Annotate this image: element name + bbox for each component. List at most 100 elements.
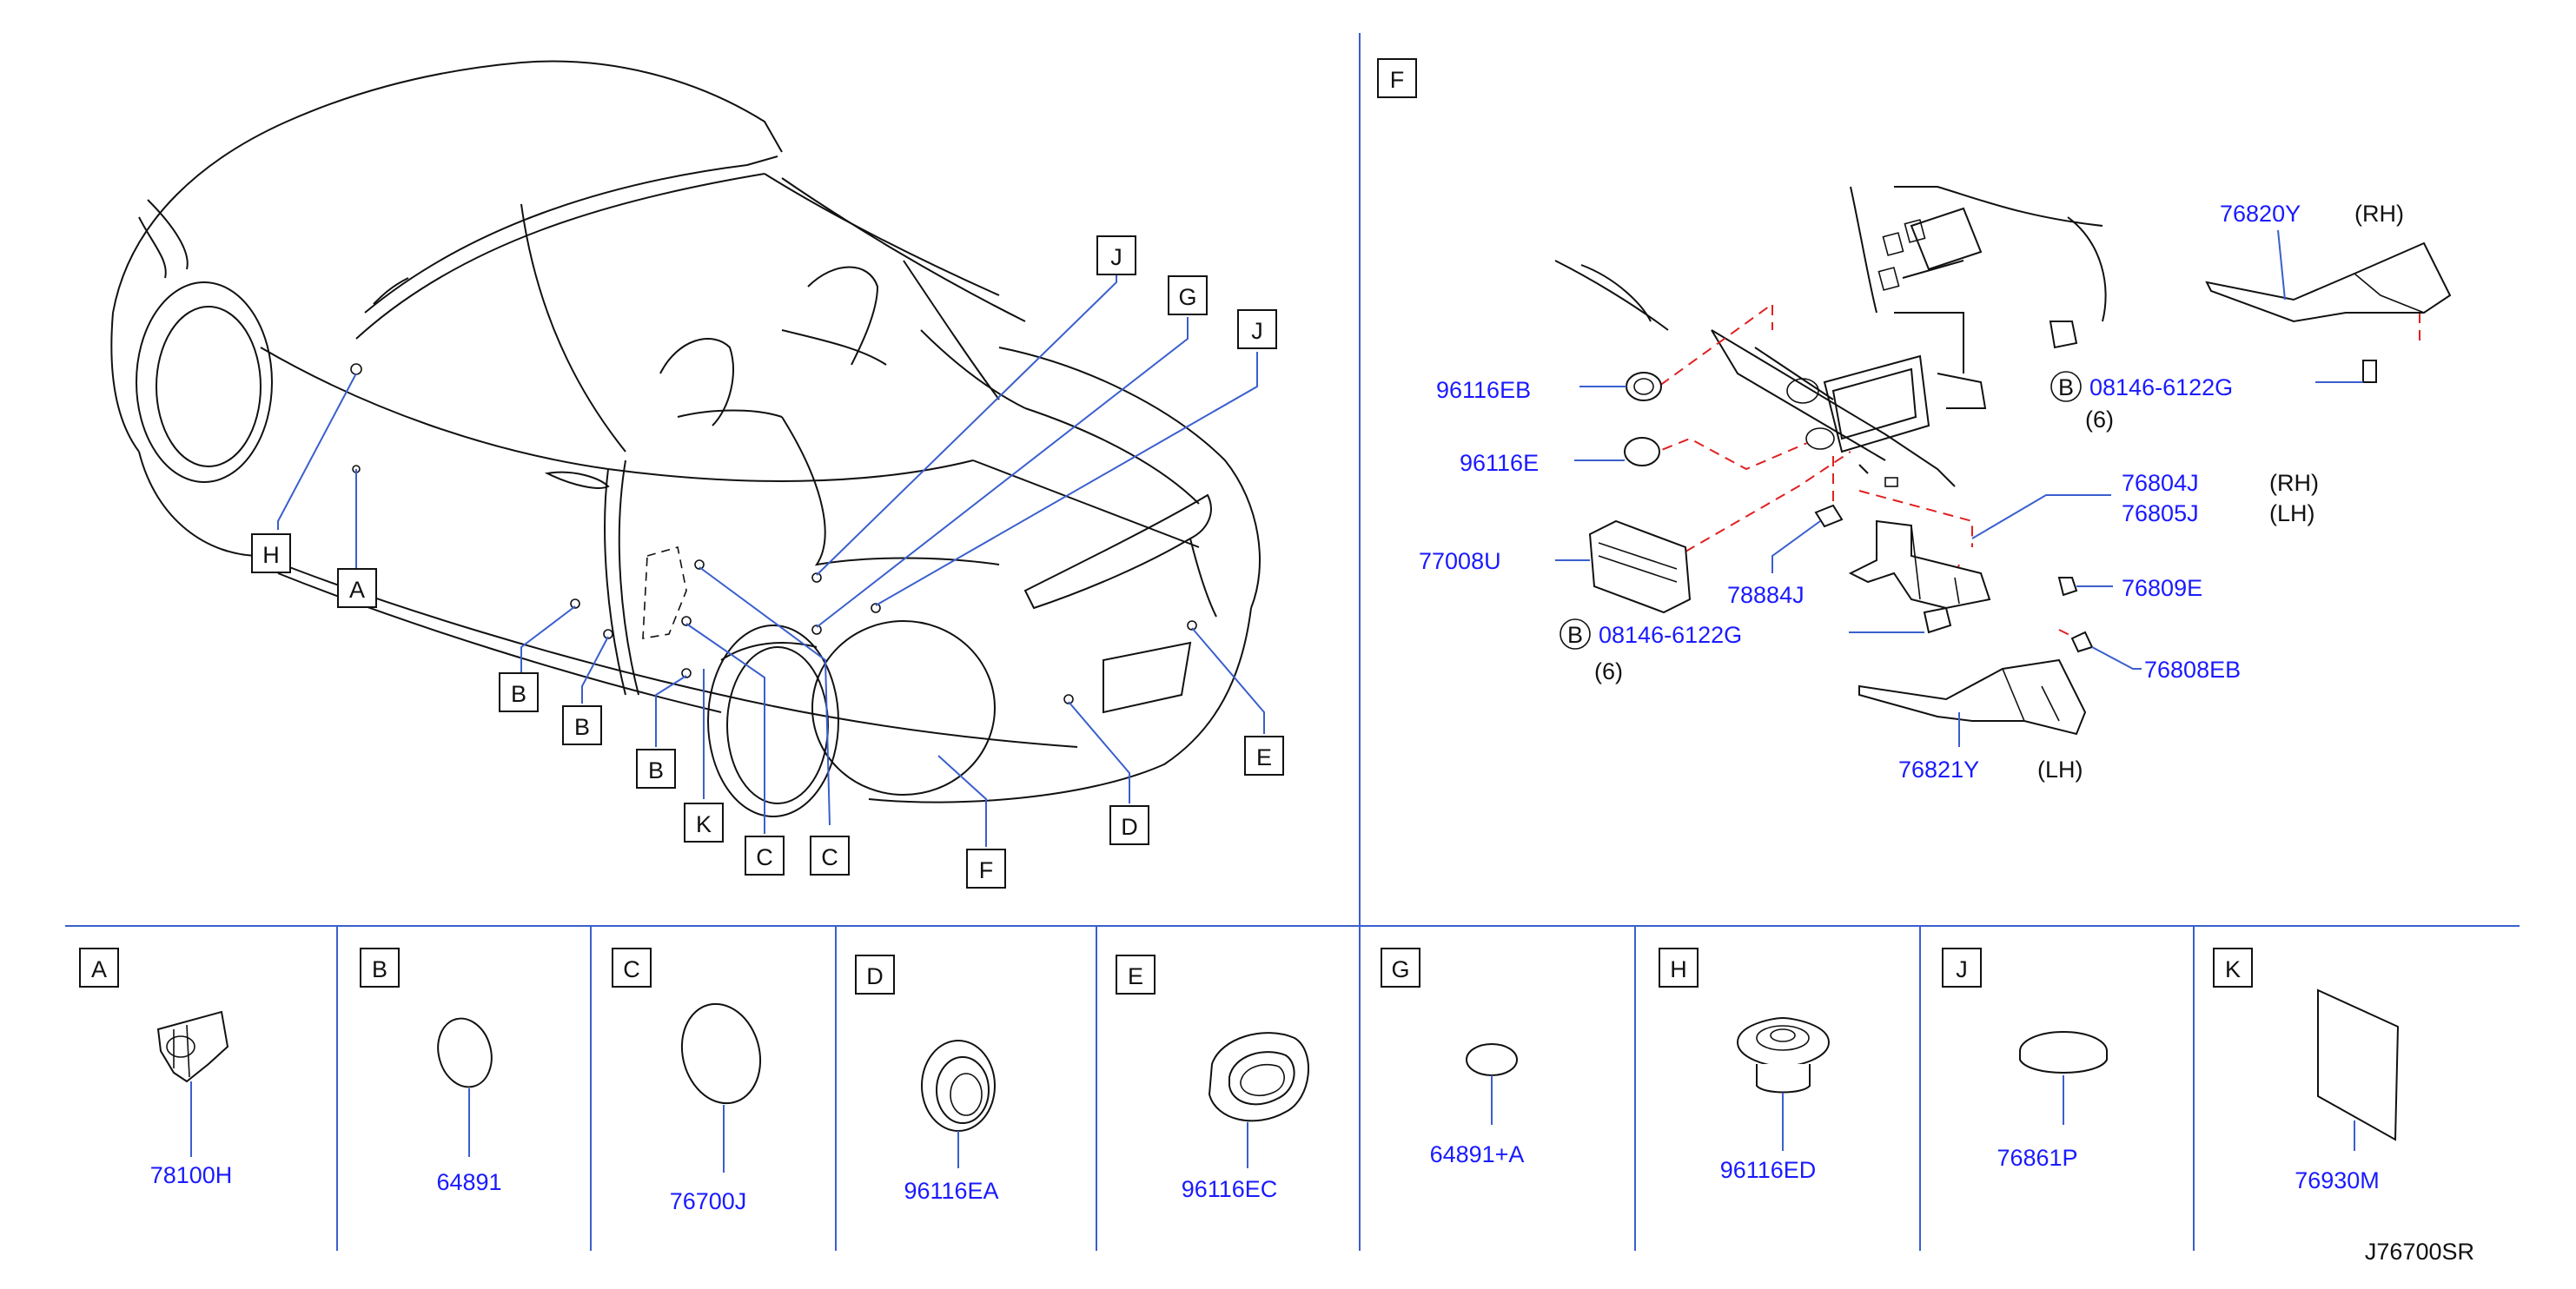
part-76820y: 76820Y (RH): [2205, 201, 2452, 323]
detail-panel-b: B 64891: [360, 948, 502, 1195]
callout-b2-label: B: [574, 714, 590, 740]
car-callout-h: H: [251, 533, 291, 573]
panel-h-label: H: [1670, 956, 1687, 982]
panel-e-label: E: [1128, 963, 1143, 989]
callout-g-label: G: [1178, 284, 1196, 310]
plug-64891-shape: [437, 1017, 493, 1088]
part-76821y: 76821Y (LH): [1858, 658, 2087, 783]
detail-f-section: F: [1377, 58, 2452, 783]
callout-k-label: K: [696, 811, 712, 837]
car-callout-f: F: [966, 849, 1006, 889]
detail-panel-k: K 76930M: [2213, 948, 2400, 1193]
pn-77008u: 77008U: [1419, 548, 1501, 574]
car-callout-j2: J: [1237, 309, 1277, 349]
part-bolt-upper: B 08146-6122G (6): [2050, 360, 2377, 433]
panel-e-pn: 96116EC: [1182, 1176, 1278, 1202]
panel-j-label: J: [1956, 956, 1968, 982]
part-77008u: 77008U: [1419, 519, 1692, 614]
panel-k-label: K: [2225, 956, 2241, 982]
panel-k-pn: 76930M: [2295, 1167, 2380, 1193]
car-callout-j1: J: [1096, 235, 1136, 275]
car-callout-c2: C: [810, 836, 850, 876]
panel-a-label: A: [91, 956, 107, 982]
clip-78100h-shape: [156, 1010, 229, 1083]
detail-panel-g: G 64891+A: [1381, 948, 1525, 1167]
callout-c1-label: C: [756, 844, 773, 870]
car-callout-e: E: [1244, 736, 1284, 776]
part-76804j: 76804J (RH) 76805J (LH): [1848, 470, 2319, 610]
pn-bolt-upper: 08146-6122G: [2089, 374, 2233, 400]
qty-upper: (6): [2085, 407, 2114, 433]
detail-panel-d: D 96116EA: [855, 955, 999, 1204]
car-callout-b2: B: [562, 705, 602, 745]
part-96116eb: 96116EB: [1436, 372, 1662, 403]
car-callout-c1: C: [745, 836, 785, 876]
callout-d-label: D: [1121, 814, 1138, 840]
pn-76821y: 76821Y: [1898, 757, 1979, 783]
pn-76808eb: 76808EB: [2144, 657, 2241, 683]
panel-g-pn: 64891+A: [1430, 1141, 1525, 1167]
car-callout-a: A: [337, 568, 377, 608]
panel-d-label: D: [866, 963, 884, 989]
panel-h-pn: 96116ED: [1720, 1157, 1817, 1183]
callout-a-label: A: [349, 577, 365, 603]
callout-b3-label: B: [648, 757, 664, 783]
car-callout-d: D: [1109, 805, 1149, 845]
qty-lower: (6): [1594, 658, 1623, 684]
part-76808eb: 76808EB: [2070, 631, 2241, 683]
pn-bolt-lower: 08146-6122G: [1599, 622, 1742, 648]
plug-76700j-shape: [680, 1002, 762, 1105]
panel-b-pn: 64891: [436, 1169, 501, 1195]
diagram-code: J76700SR: [2365, 1239, 2474, 1265]
detail-panel-a: A 78100H: [79, 948, 233, 1188]
detail-panel-c: C 76700J: [612, 948, 762, 1214]
pn-96116e: 96116E: [1460, 450, 1539, 476]
panel-j-pn: 76861P: [1997, 1145, 2077, 1171]
detail-panel-e: E 96116EC: [1116, 955, 1309, 1202]
bolt-lower-b: B: [1567, 622, 1583, 648]
car-callout-b1: B: [499, 672, 539, 712]
rear-panel-illustration: [1554, 186, 2107, 487]
pn-76805j: 76805J: [2122, 500, 2199, 526]
plug-64891a-shape: [1466, 1043, 1518, 1076]
pad-76930m-shape: [2317, 988, 2400, 1141]
note-rh-76820y: (RH): [2354, 201, 2404, 227]
car-callout-g: G: [1168, 275, 1208, 315]
callout-f-label: F: [979, 857, 994, 883]
part-76809e: 76809E: [2057, 575, 2202, 601]
panel-a-pn: 78100H: [150, 1162, 233, 1188]
car-leader-lines: [277, 274, 1265, 847]
plug-76861p-shape: [2019, 1031, 2108, 1074]
car-callout-b3: B: [636, 749, 676, 789]
grommet-96116ec-shape: [1208, 1032, 1309, 1122]
callout-j1-label: J: [1110, 244, 1122, 270]
note-lh-76805j: (LH): [2269, 500, 2315, 526]
callout-j2-label: J: [1251, 318, 1263, 344]
panel-separators: [65, 33, 2520, 1251]
bolt-upper-b: B: [2058, 374, 2074, 400]
part-78884j: 78884J: [1727, 504, 1844, 608]
panel-c-label: C: [623, 956, 640, 982]
note-rh-76804j: (RH): [2269, 470, 2319, 496]
pn-78884j: 78884J: [1727, 582, 1805, 608]
car-body-illustration: [110, 60, 1261, 817]
grommet-96116ea-shape: [921, 1040, 996, 1132]
callout-b1-label: B: [511, 681, 526, 707]
part-bolt-lower: B 08146-6122G (6): [1560, 606, 1952, 684]
detail-panel-j: J 76861P: [1942, 948, 2108, 1171]
panel-b-label: B: [372, 956, 387, 982]
pn-76809e: 76809E: [2122, 575, 2202, 601]
part-96116e: 96116E: [1460, 437, 1660, 476]
callout-c2-label: C: [821, 844, 838, 870]
detail-panel-h: H 96116ED: [1659, 948, 1831, 1183]
panel-g-label: G: [1391, 956, 1409, 982]
callout-e-label: E: [1256, 744, 1272, 770]
callout-h-label: H: [262, 542, 280, 568]
grommet-96116ed-shape: [1736, 1016, 1831, 1094]
pn-96116eb: 96116EB: [1436, 377, 1531, 403]
pn-76820y: 76820Y: [2220, 201, 2301, 227]
panel-c-pn: 76700J: [670, 1188, 747, 1214]
panel-d-pn: 96116EA: [904, 1178, 998, 1204]
note-lh-76821y: (LH): [2037, 757, 2083, 783]
